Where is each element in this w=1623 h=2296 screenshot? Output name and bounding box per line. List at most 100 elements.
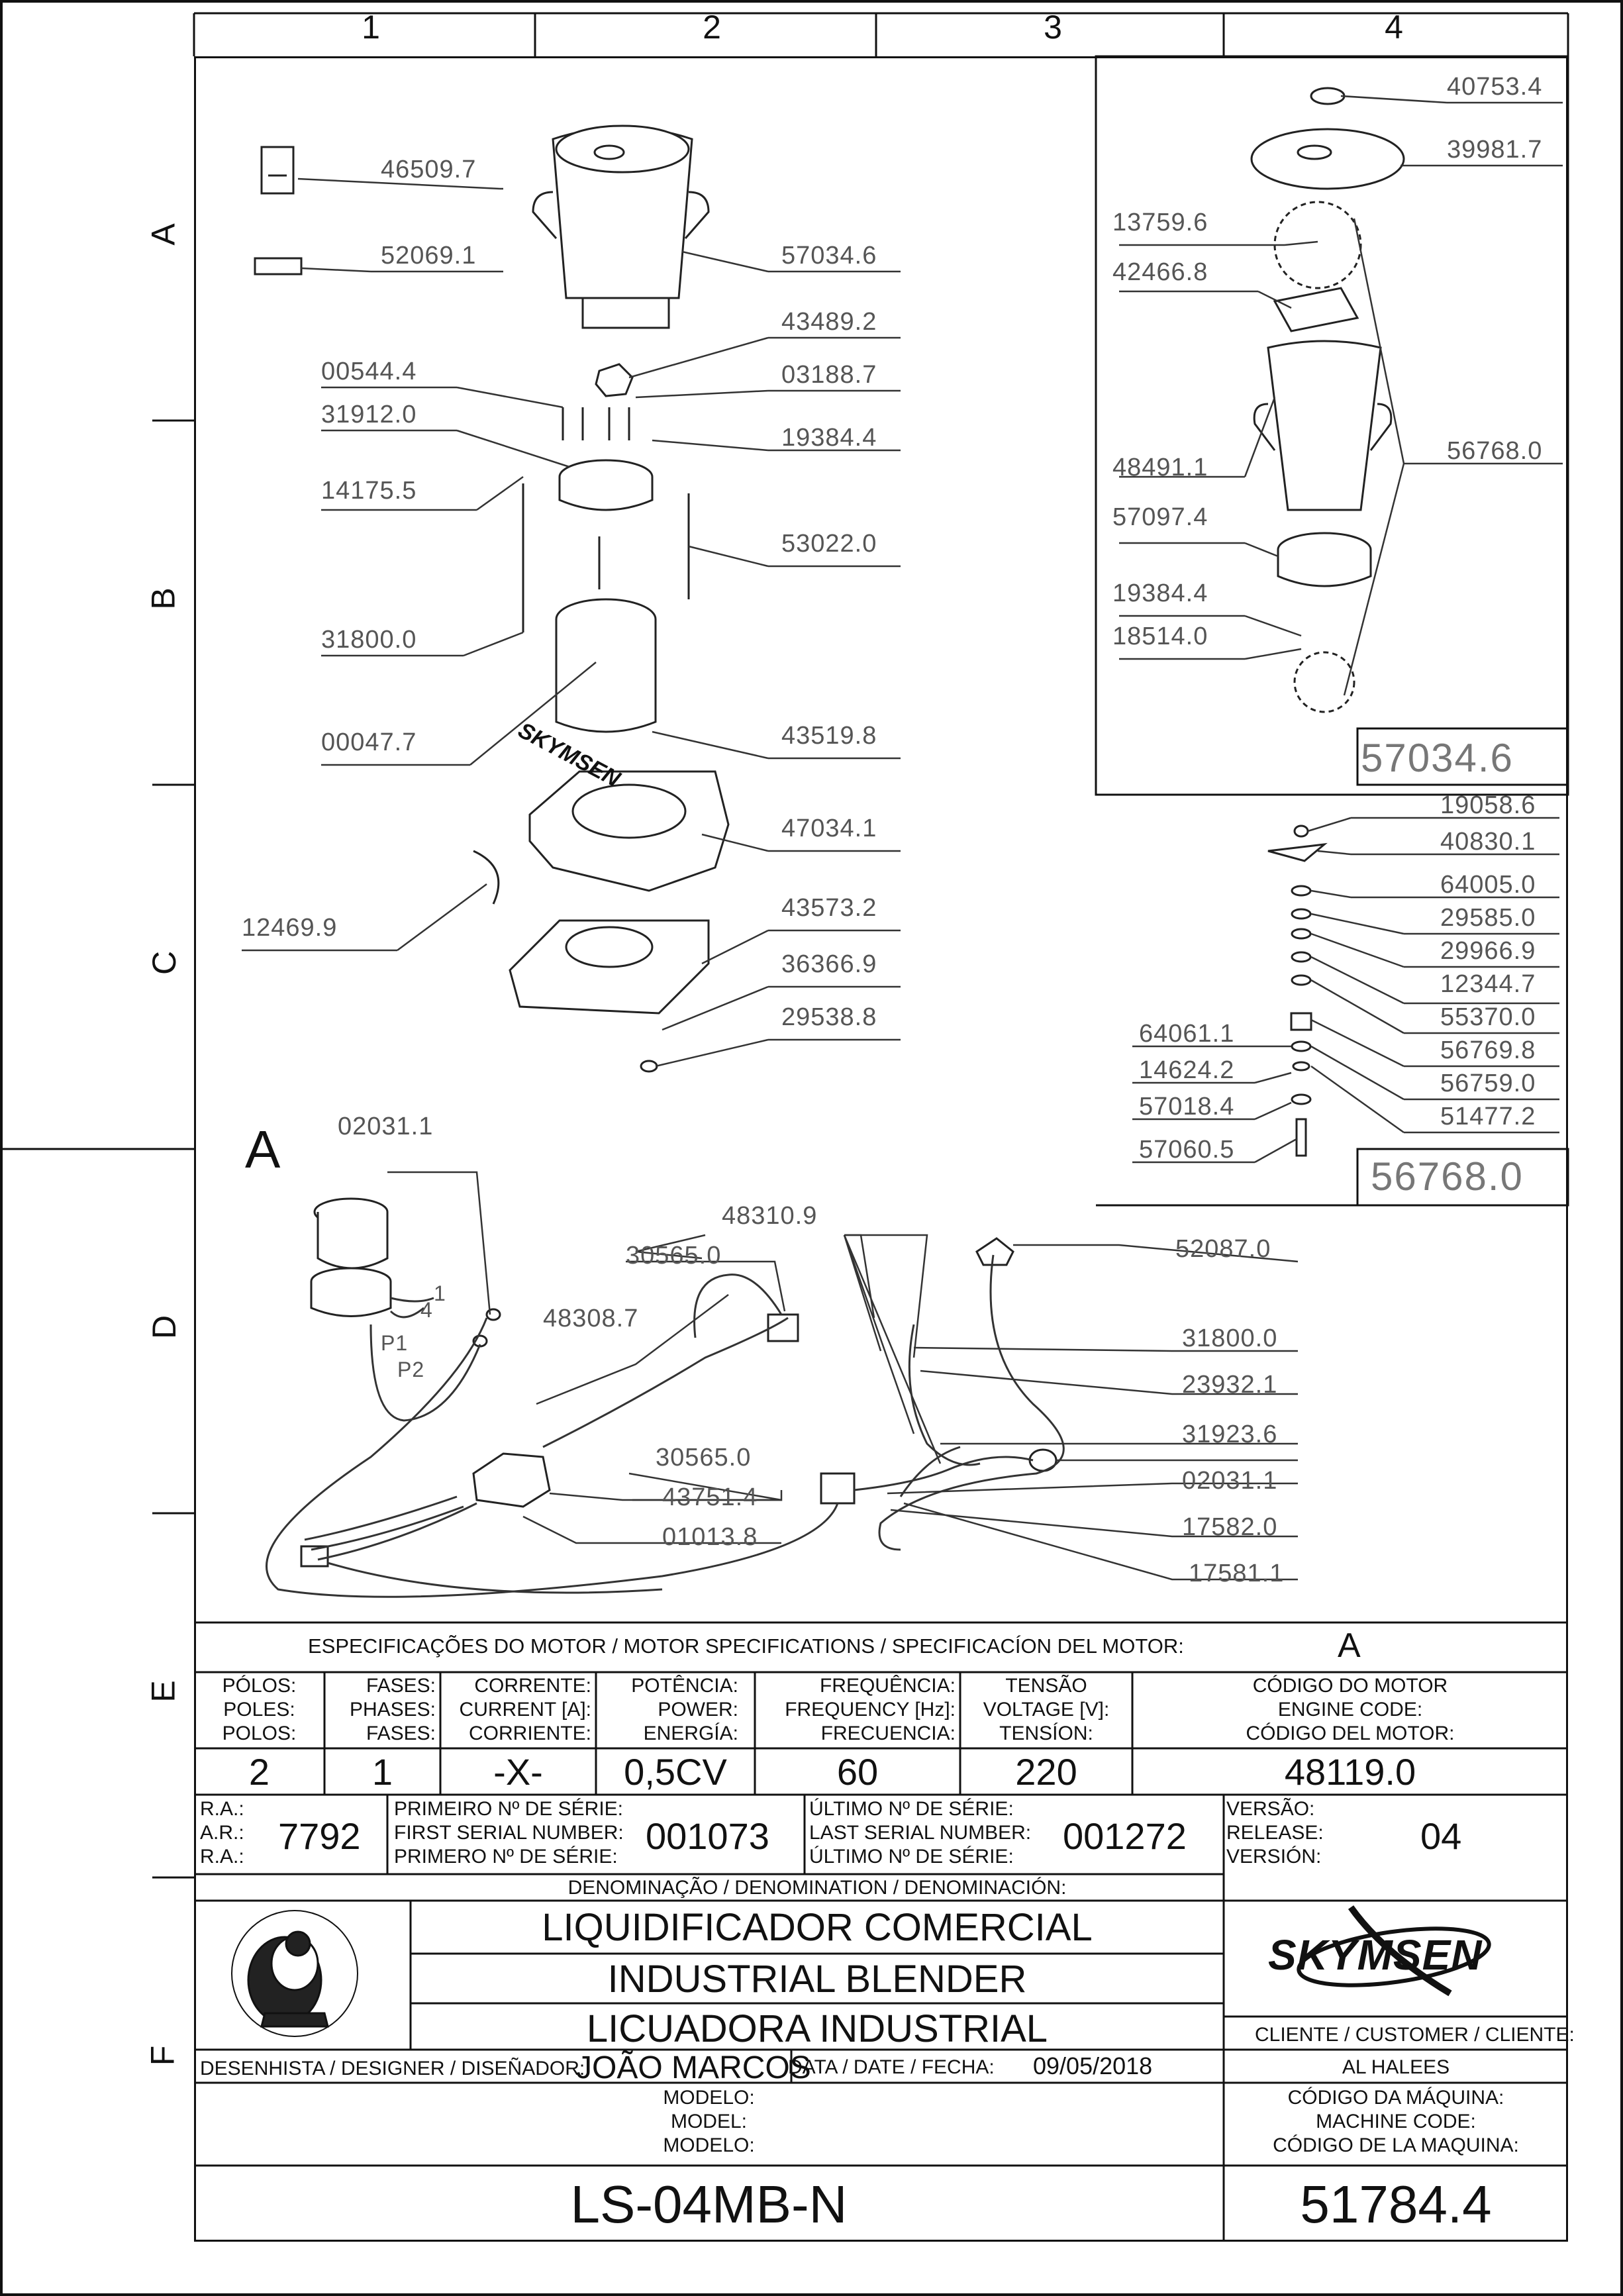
date-value: 09/05/2018 [1033,2052,1153,2079]
part-label: 29966.9 [1440,937,1536,965]
part-label: 57034.6 [781,242,877,270]
part-label: 02031.1 [1182,1467,1278,1495]
part-label: 30565.0 [656,1444,752,1472]
part-label: 39981.7 [1447,136,1543,164]
ra-label: R.A.:A.R.:R.A.: [200,1798,244,1868]
version-value: 04 [1420,1815,1462,1857]
designer-value: JOÃO MARCOS [576,2050,811,2085]
title-pt: LIQUIDIFICADOR COMERCIAL [542,1906,1093,1949]
part-label: 18514.0 [1112,623,1208,650]
current-label: CORRENTE:CURRENT [A]:CORRIENTE: [459,1675,591,1744]
part-label: 36366.9 [781,950,877,978]
client-label: CLIENTE / CUSTOMER / CLIENTE: [1255,2024,1575,2046]
part-label: 53022.0 [781,530,877,558]
wire-label: P2 [397,1358,425,1381]
poles-value: 2 [248,1751,270,1793]
current-value: -X- [493,1751,543,1793]
part-label: 47034.1 [781,815,877,842]
last-serial-label: ÚLTIMO Nº DE SÉRIE:LAST SERIAL NUMBER:ÚL… [809,1798,1032,1868]
date-label: DATA / DATE / FECHA: [788,2056,995,2078]
part-label: 17582.0 [1182,1513,1278,1541]
poles-label: PÓLOS:POLES:POLOS: [222,1675,297,1744]
wire-label: 4 [420,1298,433,1322]
wire-label: 1 [434,1281,446,1305]
client-value: AL HALEES [1342,2056,1450,2078]
motor-specs-marker: A [1338,1626,1361,1665]
version-label: VERSÃO:RELEASE:VERSIÓN: [1226,1798,1324,1868]
part-label: 43573.2 [781,894,877,922]
part-label: 31912.0 [321,401,417,428]
zone-col-2: 2 [703,9,721,46]
voltage-value: 220 [1015,1751,1077,1793]
part-label: 13759.6 [1112,209,1208,236]
title-en: INDUSTRIAL BLENDER [607,1958,1027,2001]
part-label: 57097.4 [1112,503,1208,531]
motor-specs-header: ESPECIFICAÇÕES DO MOTOR / MOTOR SPECIFIC… [308,1634,1184,1658]
part-label: 40753.4 [1447,73,1543,101]
part-label: 55370.0 [1440,1003,1536,1031]
cup-detail-title: 57034.6 [1361,736,1514,780]
phases-value: 1 [371,1751,393,1793]
ra-value: 7792 [278,1815,361,1857]
brand-logo: SKYMSEN [1268,1931,1483,1979]
part-label: 01013.8 [662,1523,758,1551]
part-label: 52069.1 [381,242,477,270]
part-label: 14624.2 [1139,1056,1235,1084]
part-label: 19058.6 [1440,791,1536,819]
first-serial-label: PRIMEIRO Nº DE SÉRIE:FIRST SERIAL NUMBER… [394,1798,624,1868]
frequency-label: FREQUÊNCIA:FREQUENCY [Hz]:FRECUENCIA: [785,1675,956,1744]
part-label: 56768.0 [1447,437,1543,465]
part-label: 31923.6 [1182,1421,1278,1448]
part-label: 56759.0 [1440,1070,1536,1097]
part-label: 48310.9 [722,1202,818,1230]
authorized-seal [231,1910,358,2037]
zone-col-1: 1 [362,9,380,46]
part-label: 19384.4 [1112,579,1208,607]
part-label: 17581.1 [1189,1560,1285,1587]
part-label: 52087.0 [1175,1235,1271,1263]
brand-logo-graphic [1297,1905,1491,1997]
part-label: 00047.7 [321,728,417,756]
part-label: 46509.7 [381,156,477,183]
part-label: 31800.0 [1182,1324,1278,1352]
part-label: 57060.5 [1139,1136,1235,1164]
model-value: LS-04MB-N [570,2175,848,2234]
zone-col-4: 4 [1385,9,1403,46]
machine-code-value: 51784.4 [1300,2175,1492,2234]
part-label: 12344.7 [1440,970,1536,998]
machine-code-label: CÓDIGO DA MÁQUINA:MACHINE CODE:CÓDIGO DE… [1273,2087,1519,2156]
part-label: 57018.4 [1139,1093,1235,1121]
part-label: 00544.4 [321,358,417,385]
part-label: 02031.1 [338,1113,434,1140]
part-label: 03188.7 [781,361,877,389]
part-label: 19384.4 [781,424,877,452]
part-label: 42466.8 [1112,258,1208,286]
phases-label: FASES:PHASES:FASES: [349,1675,436,1744]
blade-detail-title: 56768.0 [1371,1154,1524,1199]
denomination-header: DENOMINAÇÃO / DENOMINATION / DENOMINACIÓ… [567,1877,1067,1899]
part-label: 56769.8 [1440,1036,1536,1064]
part-label: 51477.2 [1440,1103,1536,1130]
last-serial-value: 001272 [1063,1815,1187,1857]
part-label: 12469.9 [242,914,338,942]
part-label: 23932.1 [1182,1371,1278,1399]
title-es: LICUADORA INDUSTRIAL [586,2007,1048,2050]
part-label: 29538.8 [781,1003,877,1031]
part-label: 30565.0 [626,1242,722,1270]
part-label: 43489.2 [781,308,877,336]
power-value: 0,5CV [624,1751,727,1793]
part-label: 31800.0 [321,626,417,654]
detail-marker: A [245,1120,281,1179]
part-label: 40830.1 [1440,828,1536,856]
power-label: POTÊNCIA:POWER:ENERGÍA: [631,1675,738,1744]
zone-col-3: 3 [1044,9,1062,46]
part-label: 64061.1 [1139,1020,1235,1048]
part-label: 64005.0 [1440,871,1536,899]
frequency-value: 60 [836,1751,879,1793]
part-label: 29585.0 [1440,904,1536,932]
model-label: MODELO:MODEL:MODELO: [663,2087,755,2156]
part-label: 48308.7 [543,1305,639,1332]
